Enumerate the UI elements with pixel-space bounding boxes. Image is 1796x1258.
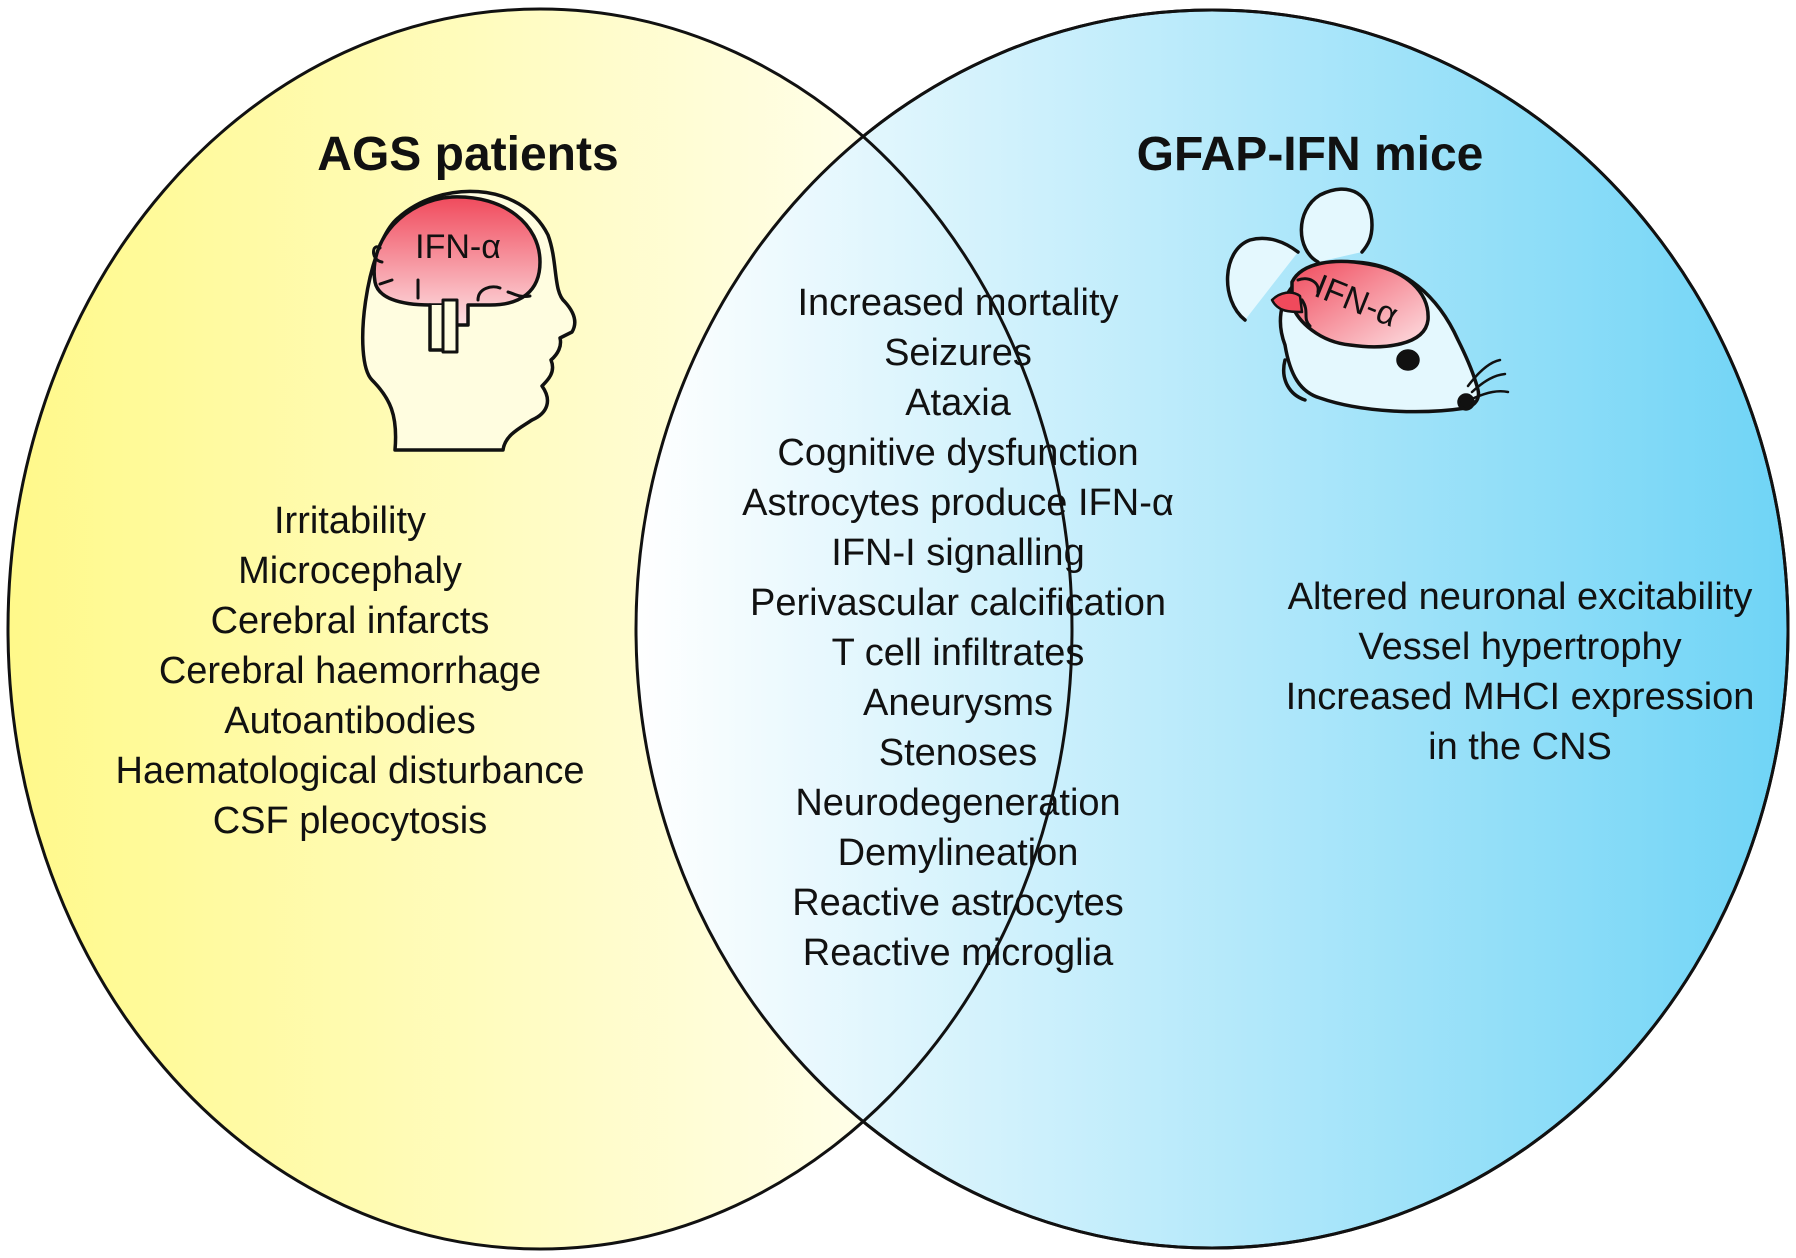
right-circle-outline (634, 8, 1790, 1250)
overlap-item: Aneurysms (863, 682, 1053, 724)
human-head-brain-icon (361, 189, 577, 452)
overlap-item: Seizures (884, 332, 1032, 374)
mouse-head-brain-icon (1225, 187, 1510, 414)
overlap-items: Increased mortality Seizures Ataxia Cogn… (742, 282, 1174, 974)
left-item: Cerebral haemorrhage (159, 650, 541, 692)
right-item: in the CNS (1428, 726, 1612, 768)
left-items: Irritability Microcephaly Cerebral infar… (116, 500, 585, 842)
overlap-item: Neurodegeneration (795, 782, 1120, 824)
left-circle-outline (6, 7, 1074, 1251)
overlap-item: Increased mortality (797, 282, 1118, 324)
right-items: Altered neuronal excitability Vessel hyp… (1286, 576, 1755, 768)
overlap-item: Reactive microglia (803, 932, 1114, 974)
right-item: Vessel hypertrophy (1358, 626, 1681, 668)
right-item: Altered neuronal excitability (1288, 576, 1753, 618)
overlap-item: Demylineation (838, 832, 1079, 874)
overlap-item: Reactive astrocytes (792, 882, 1124, 924)
overlap-region (636, 10, 1072, 1248)
overlap-item: Astrocytes produce IFN-α (742, 482, 1174, 524)
overlap-item: Ataxia (905, 382, 1011, 424)
left-item: Autoantibodies (224, 700, 475, 742)
overlap-item: Stenoses (879, 732, 1037, 774)
overlap-item: Cognitive dysfunction (777, 432, 1138, 474)
left-icon-label: IFN-α (415, 228, 501, 266)
overlap-item: Perivascular calcification (750, 582, 1166, 624)
left-item: CSF pleocytosis (213, 800, 488, 842)
left-item: Irritability (274, 500, 426, 542)
right-title: GFAP-IFN mice (1137, 128, 1484, 181)
left-item: Haematological disturbance (116, 750, 585, 792)
right-item: Increased MHCI expression (1286, 676, 1755, 718)
left-item: Microcephaly (238, 550, 462, 592)
overlap-item: T cell infiltrates (832, 632, 1085, 674)
overlap-item: IFN-I signalling (831, 532, 1084, 574)
left-item: Cerebral infarcts (211, 600, 490, 642)
left-title: AGS patients (317, 128, 618, 181)
